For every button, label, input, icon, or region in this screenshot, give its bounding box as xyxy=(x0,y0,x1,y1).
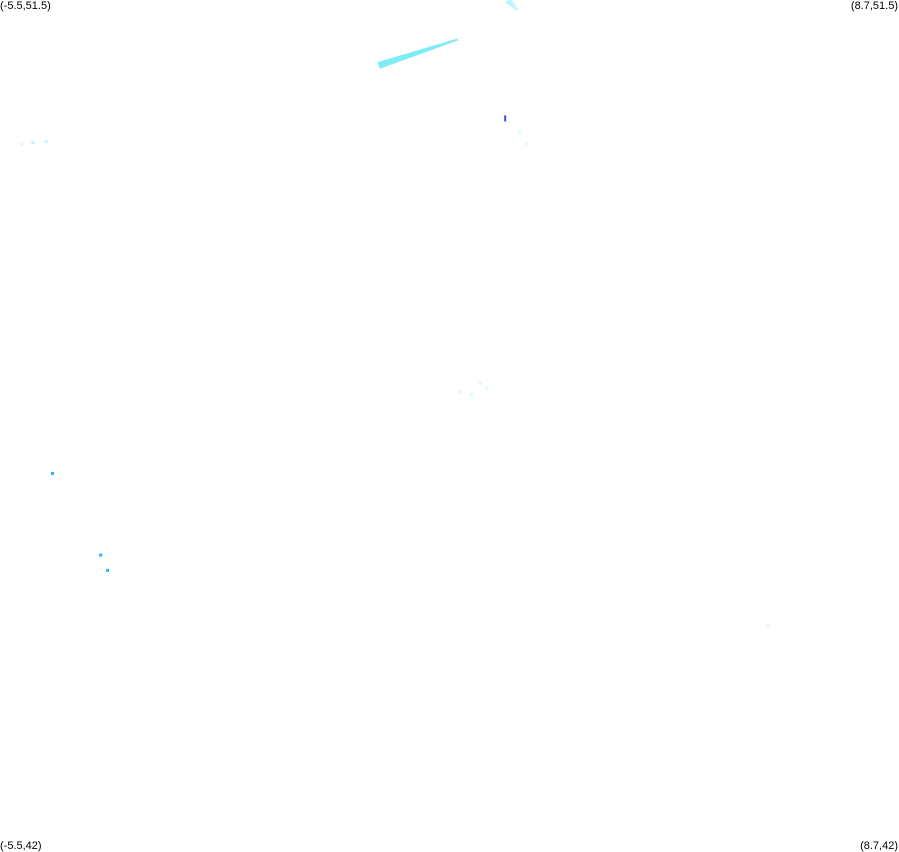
map-point xyxy=(470,393,474,397)
map-point xyxy=(99,553,103,557)
corner-label-bottom-left: (-5.5,42) xyxy=(0,840,42,852)
feature-layer xyxy=(20,0,770,628)
map-point xyxy=(518,131,522,135)
map-point xyxy=(458,390,462,394)
map-point xyxy=(51,472,54,475)
map-point xyxy=(485,386,489,390)
map-point xyxy=(504,115,507,122)
map-streak xyxy=(505,0,518,11)
map-point xyxy=(479,381,482,385)
map-point xyxy=(44,140,48,144)
map-point xyxy=(106,568,110,572)
corner-label-top-left: (-5.5,51.5) xyxy=(0,0,51,12)
map-point xyxy=(525,142,529,145)
corner-label-top-right: (8.7,51.5) xyxy=(850,0,898,12)
map-streak xyxy=(377,38,458,69)
map-point xyxy=(31,141,35,145)
map-point xyxy=(20,142,23,146)
corner-label-bottom-right: (8.7,42) xyxy=(860,840,898,852)
map-point xyxy=(766,624,770,628)
